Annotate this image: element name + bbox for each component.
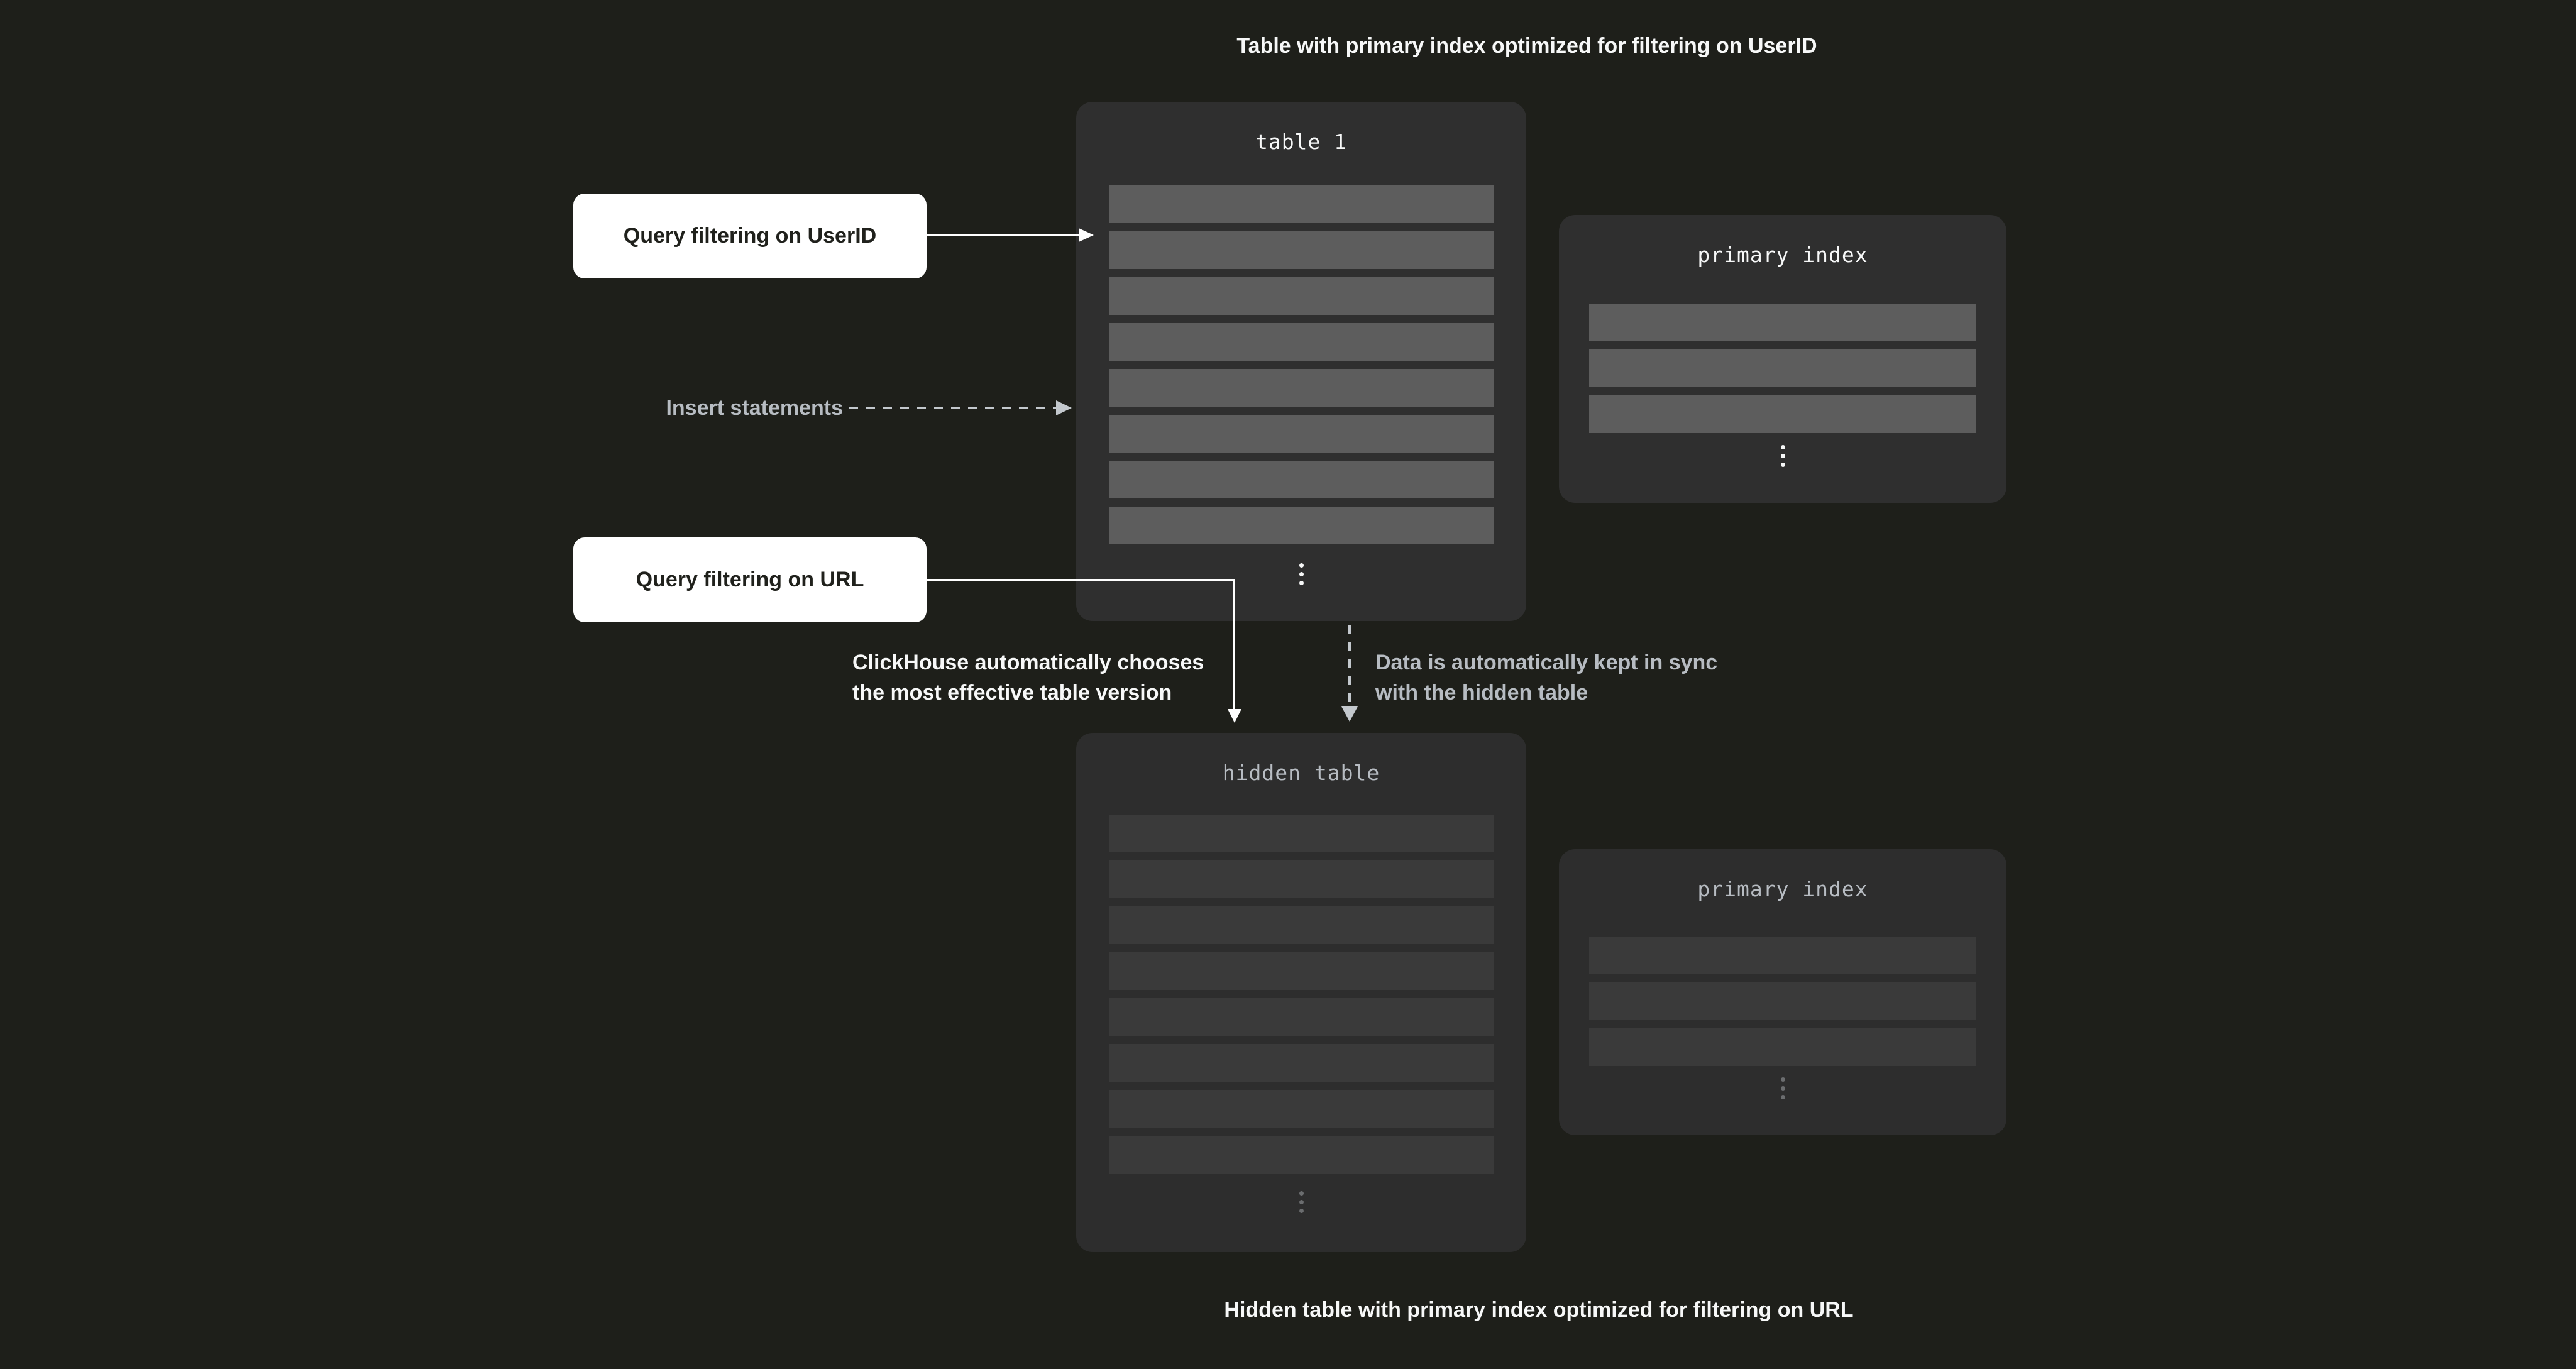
table-row bbox=[1109, 815, 1494, 852]
table-row bbox=[1109, 461, 1494, 498]
table-row bbox=[1109, 1090, 1494, 1128]
table-row bbox=[1109, 185, 1494, 223]
sync-text: Data is automatically kept in sync with … bbox=[1375, 647, 1717, 708]
vertical-ellipsis-icon bbox=[1076, 1191, 1526, 1213]
vertical-ellipsis-icon bbox=[1076, 563, 1526, 585]
arrow-url-horizontal-line bbox=[927, 579, 1235, 581]
table-row bbox=[1109, 906, 1494, 944]
sync-line2: with the hidden table bbox=[1375, 681, 1588, 705]
hidden-table-panel: hidden table bbox=[1076, 733, 1526, 1252]
primary-index-bottom-panel: primary index bbox=[1559, 849, 2006, 1135]
primary-index-bottom-title: primary index bbox=[1697, 877, 1868, 901]
table-row bbox=[1589, 304, 1976, 341]
table-row bbox=[1109, 231, 1494, 269]
table-row bbox=[1109, 415, 1494, 453]
query-userid-text: Query filtering on UserID bbox=[623, 224, 877, 248]
table-row bbox=[1109, 277, 1494, 315]
table-row bbox=[1589, 395, 1976, 433]
table1-rows bbox=[1109, 185, 1494, 544]
query-userid-label: Query filtering on UserID bbox=[573, 194, 927, 278]
table-row bbox=[1109, 952, 1494, 990]
table-row bbox=[1109, 1136, 1494, 1174]
caption-bottom: Hidden table with primary index optimize… bbox=[1224, 1298, 1854, 1322]
table-row bbox=[1589, 1028, 1976, 1066]
primary-index-top-rows bbox=[1589, 304, 1976, 433]
vertical-ellipsis-icon bbox=[1559, 445, 2006, 467]
caption-top: Table with primary index optimized for f… bbox=[1236, 34, 1817, 58]
query-url-label: Query filtering on URL bbox=[573, 537, 927, 622]
arrow-down-icon bbox=[1341, 706, 1358, 722]
insert-statements-label: Insert statements bbox=[666, 396, 843, 420]
table-row bbox=[1109, 369, 1494, 407]
arrow-down-icon bbox=[1228, 709, 1241, 723]
query-url-text: Query filtering on URL bbox=[636, 568, 864, 591]
table-row bbox=[1589, 937, 1976, 974]
table-row bbox=[1589, 982, 1976, 1020]
primary-index-top-panel: primary index bbox=[1559, 215, 2006, 503]
hidden-table-title: hidden table bbox=[1222, 761, 1380, 785]
arrow-url-vertical-line bbox=[1233, 579, 1235, 711]
arrow-userid-line bbox=[927, 234, 1080, 236]
primary-index-top-title: primary index bbox=[1697, 243, 1868, 267]
auto-choose-line1: ClickHouse automatically chooses bbox=[852, 651, 1204, 674]
table-row bbox=[1109, 998, 1494, 1036]
table-row bbox=[1109, 860, 1494, 898]
table-row bbox=[1109, 323, 1494, 361]
table-row bbox=[1109, 507, 1494, 544]
table-row bbox=[1109, 1044, 1494, 1082]
arrow-right-icon bbox=[1056, 400, 1072, 415]
primary-index-bottom-rows bbox=[1589, 937, 1976, 1066]
sync-line1: Data is automatically kept in sync bbox=[1375, 651, 1718, 674]
auto-choose-text: ClickHouse automatically chooses the mos… bbox=[852, 647, 1204, 708]
insert-dashed-line bbox=[849, 407, 1057, 409]
table1-title: table 1 bbox=[1255, 129, 1348, 154]
table1-panel: table 1 bbox=[1076, 102, 1526, 621]
sync-dashed-line bbox=[1348, 625, 1351, 707]
hidden-table-rows bbox=[1109, 815, 1494, 1174]
auto-choose-line2: the most effective table version bbox=[852, 681, 1172, 705]
arrow-right-icon bbox=[1079, 228, 1094, 242]
vertical-ellipsis-icon bbox=[1559, 1077, 2006, 1099]
table-row bbox=[1589, 349, 1976, 387]
